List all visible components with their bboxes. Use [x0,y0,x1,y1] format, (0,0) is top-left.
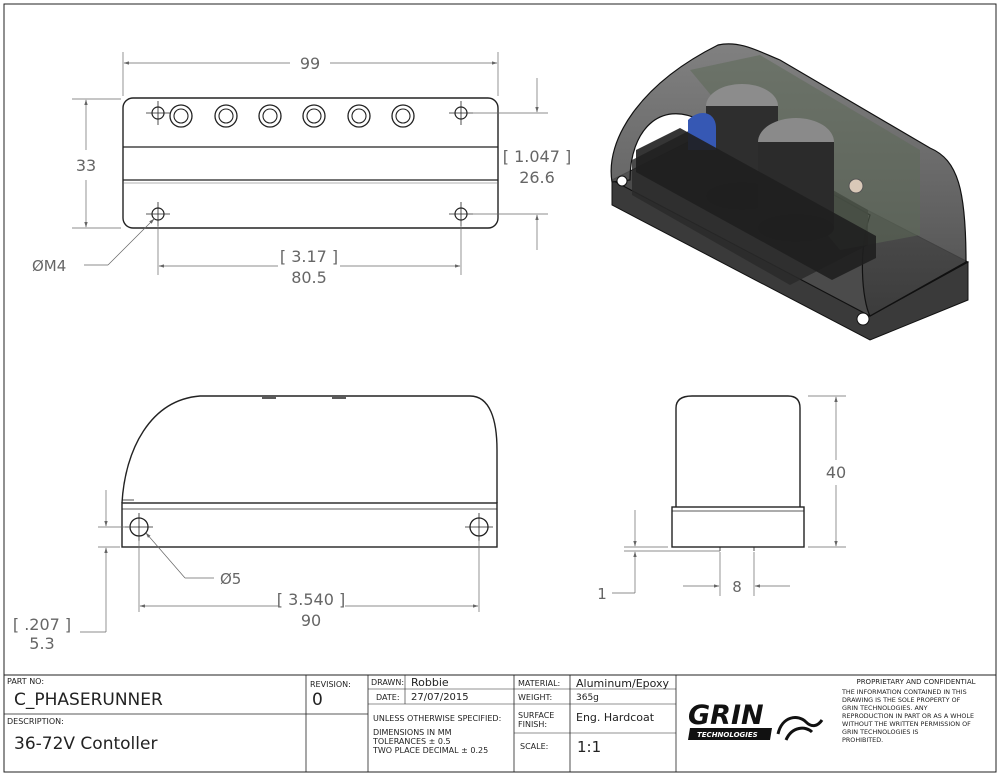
dim-side-height-mm: 5.3 [29,634,54,653]
title-block: PART NO: C_PHASERUNNER REVISION: 0 DESCR… [3,674,997,773]
dim-side-height-in: [ .207 ] [13,615,71,634]
prop-line-1: THE INFORMATION CONTAINED IN THIS [841,688,967,696]
dim-hole-offset-mm: 26.6 [519,168,555,187]
side-view-cover [121,395,498,504]
dim-side-spacing-mm: 90 [301,611,321,630]
material-label: MATERIAL: [518,679,560,688]
logo-sub: TECHNOLOGIES [697,731,758,739]
dim-hole-offset-in: [ 1.047 ] [503,147,571,166]
prop-title: PROPRIETARY AND CONFIDENTIAL [856,678,975,686]
dim-flange: 1 [597,585,607,603]
top-view: 99 33 [ 1.047 ] 26.6 ØM4 [ 3.17 ] 80.5 [32,52,571,287]
finish-label-2: FINISH: [518,720,547,729]
two-place-decimal: TWO PLACE DECIMAL ± 0.25 [372,746,488,755]
cable-gland-4 [302,104,326,128]
weight: 365g [576,693,599,703]
dim-width: 99 [300,54,320,73]
scale-label: SCALE: [520,742,548,751]
dim-slot: 8 [732,578,742,596]
dim-height: 33 [76,156,96,175]
dim-end-height: 40 [826,463,846,482]
top-view-outline [122,97,499,229]
revision-label: REVISION: [310,680,351,689]
finish-label-1: SURFACE [518,711,554,720]
dim-hole-spacing-mm: 80.5 [291,268,327,287]
cable-gland-3 [258,104,282,128]
prop-line-4: REPRODUCTION IN PART OR AS A WHOLE [842,712,974,720]
unless-specified: UNLESS OTHERWISE SPECIFIED: [373,714,501,723]
part-no-label: PART NO: [7,677,44,686]
dim-side-spacing-in: [ 3.540 ] [277,590,345,609]
dims-in-mm: DIMENSIONS IN MM [373,728,452,737]
finish: Eng. Hardcoat [576,711,655,724]
isometric-view [610,43,970,341]
revision: 0 [312,690,323,710]
tolerances: TOLERANCES ± 0.5 [372,737,451,746]
cable-gland-6 [391,104,415,128]
drawn-label: DRAWN: [371,678,404,687]
grin-logo: GRIN TECHNOLOGIES [688,700,824,741]
end-view-cover [675,395,801,507]
date: 27/07/2015 [411,692,469,703]
cable-gland-2 [214,104,238,128]
end-view-base [671,506,805,548]
end-view: 40 1 8 [597,395,846,603]
description-label: DESCRIPTION: [7,717,64,726]
prop-line-2: DRAWING IS THE SOLE PROPERTY OF [842,696,961,704]
prop-line-3: GRIN TECHNOLOGIES. ANY [842,704,928,712]
prop-line-5: WITHOUT THE WRITTEN PERMISSION OF [842,720,971,728]
mounting-hole-top-right [449,101,473,125]
drawn: Robbie [411,676,449,689]
prop-line-6: GRIN TECHNOLOGIES IS [842,728,918,736]
cable-gland-1 [169,104,193,128]
dim-hole-spacing-in: [ 3.17 ] [280,247,338,266]
cable-gland-5 [347,104,371,128]
scale: 1:1 [577,738,601,756]
side-hole-right [465,513,493,541]
prop-line-7: PROHIBITED. [842,736,883,744]
dim-hole-thread: ØM4 [32,257,66,275]
description: 36-72V Contoller [14,734,157,754]
date-label: DATE: [376,693,400,702]
dim-side-hole: Ø5 [220,570,241,588]
weight-label: WEIGHT: [518,693,552,702]
material: Aluminum/Epoxy [576,677,670,690]
mounting-hole-bottom-left [146,202,170,226]
logo-text: GRIN [688,700,764,731]
side-view-base [121,502,498,548]
side-view: Ø5 [ 3.540 ] 90 [ .207 ] 5.3 [13,395,498,653]
mounting-hole-top-left [146,101,170,125]
part-no: C_PHASERUNNER [14,690,163,710]
